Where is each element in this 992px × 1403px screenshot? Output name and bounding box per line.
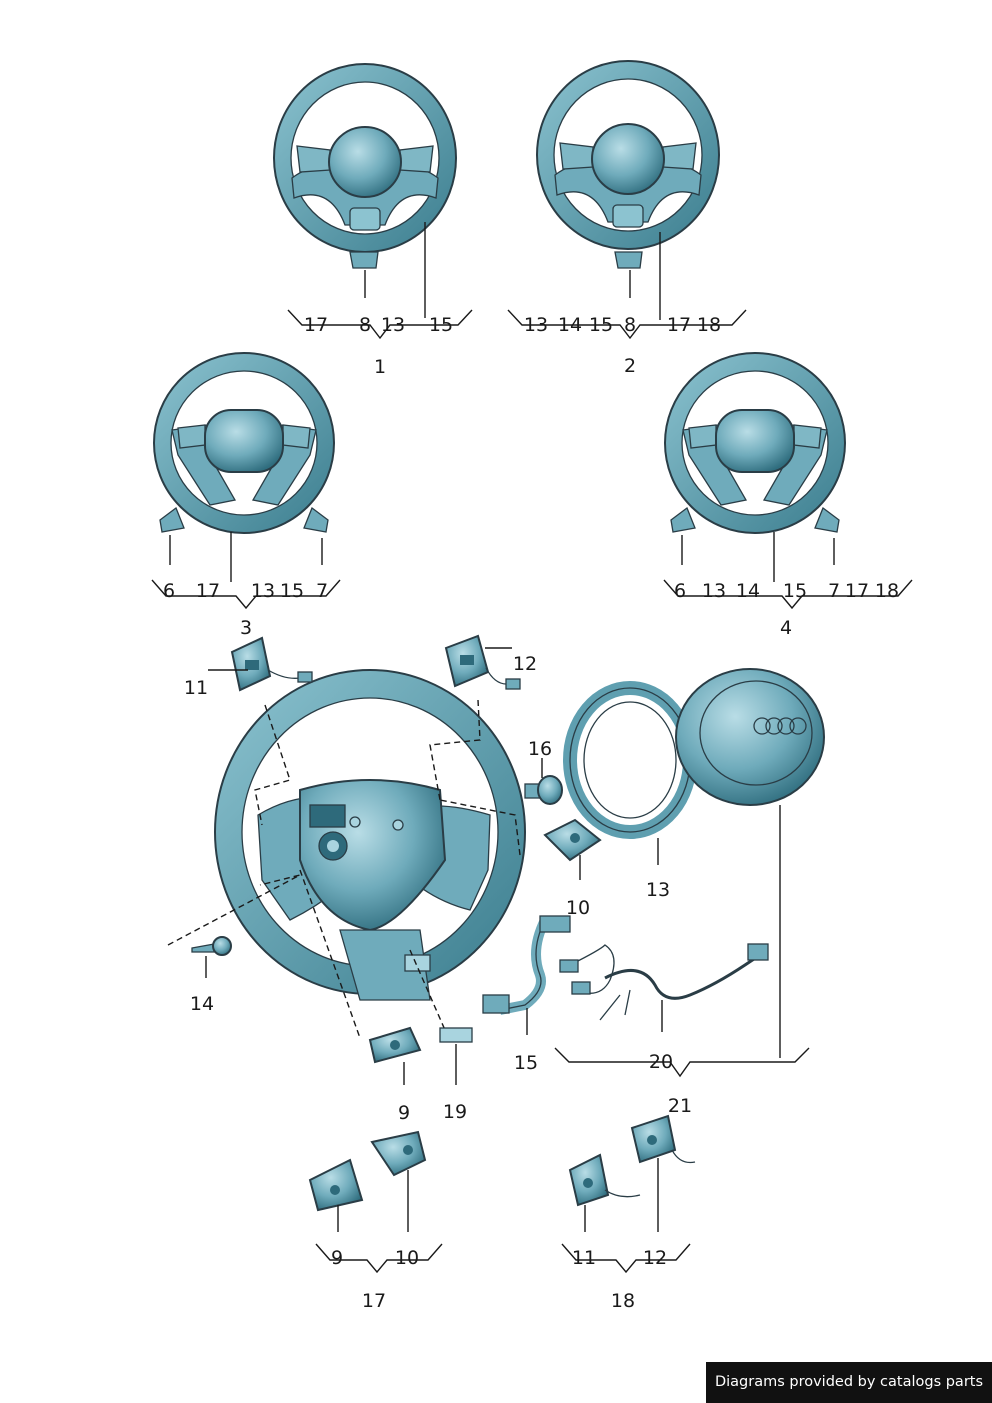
group-number-18: 18 [611,1290,635,1312]
hex-bolt-16: 16 [524,738,563,805]
multifunction-switch-right-12: 12 [444,634,537,690]
label-15: 15 [589,314,613,336]
trim-ring-13: 13 [563,681,697,901]
label-9: 9 [331,1247,343,1269]
four-rings-emblem [753,717,807,735]
badge-19: 19 [439,1027,473,1123]
label-15: 15 [429,314,453,336]
label-7: 7 [828,580,840,602]
label-10: 10 [395,1247,419,1269]
steering-wheel-variant-4 [664,352,846,582]
group-number-2: 2 [624,355,636,377]
label-18: 18 [875,580,899,602]
label-17: 17 [667,314,691,336]
label-14: 14 [736,580,760,602]
callout-11: 11 [184,677,208,699]
label-14: 14 [558,314,582,336]
bracket-21 [554,1047,810,1078]
group-2-callouts: 13 14 15 8 17 18 2 [507,309,747,377]
screw-14: 14 [190,936,232,1015]
flat-cable-15: 15 [482,915,571,1074]
group-number-1: 1 [374,356,386,378]
callout-10: 10 [566,897,590,919]
credit-banner: Diagrams provided by catalogs parts [706,1362,992,1403]
callout-16: 16 [528,738,552,760]
label-11: 11 [572,1247,596,1269]
label-17: 17 [845,580,869,602]
callout-13: 13 [646,879,670,901]
label-8: 8 [624,314,636,336]
multifunction-switch-9: 9 [368,1026,422,1124]
callout-21: 21 [668,1095,692,1117]
callout-12: 12 [513,653,537,675]
wiring-harness-20: 20 [559,943,769,1073]
switch-pair-11-12: 11 12 18 [561,1114,696,1312]
multifunction-switch-left-11: 11 [184,636,313,699]
label-6: 6 [163,580,175,602]
callout-9: 9 [398,1102,410,1124]
steering-wheel-variant-3 [153,352,335,582]
label-18: 18 [697,314,721,336]
label-15: 15 [783,580,807,602]
group-number-17: 17 [362,1290,386,1312]
airbag-unit [675,668,825,1058]
callout-15: 15 [514,1052,538,1074]
label-7: 7 [316,580,328,602]
label-12: 12 [643,1247,667,1269]
group-number-3: 3 [240,617,252,639]
label-13: 13 [251,580,275,602]
label-13: 13 [702,580,726,602]
steering-wheel-variant-1 [273,63,457,318]
group-3-callouts: 6 17 13 15 7 3 [151,579,341,639]
label-17: 17 [304,314,328,336]
steering-wheel-variant-2 [536,60,720,320]
label-15: 15 [280,580,304,602]
label-17: 17 [196,580,220,602]
multifunction-switch-10: 10 [543,818,602,919]
callout-14: 14 [190,993,214,1015]
main-steering-wheel [167,669,526,1039]
group-4-callouts: 6 13 14 15 7 17 18 4 [663,579,913,639]
group-number-4: 4 [780,617,792,639]
group-1-callouts: 17 8 13 15 1 [287,309,473,378]
label-6: 6 [674,580,686,602]
switch-pair-9-10: 9 10 17 [308,1130,443,1312]
callout-19: 19 [443,1101,467,1123]
label-13: 13 [381,314,405,336]
label-8: 8 [359,314,371,336]
label-13: 13 [524,314,548,336]
